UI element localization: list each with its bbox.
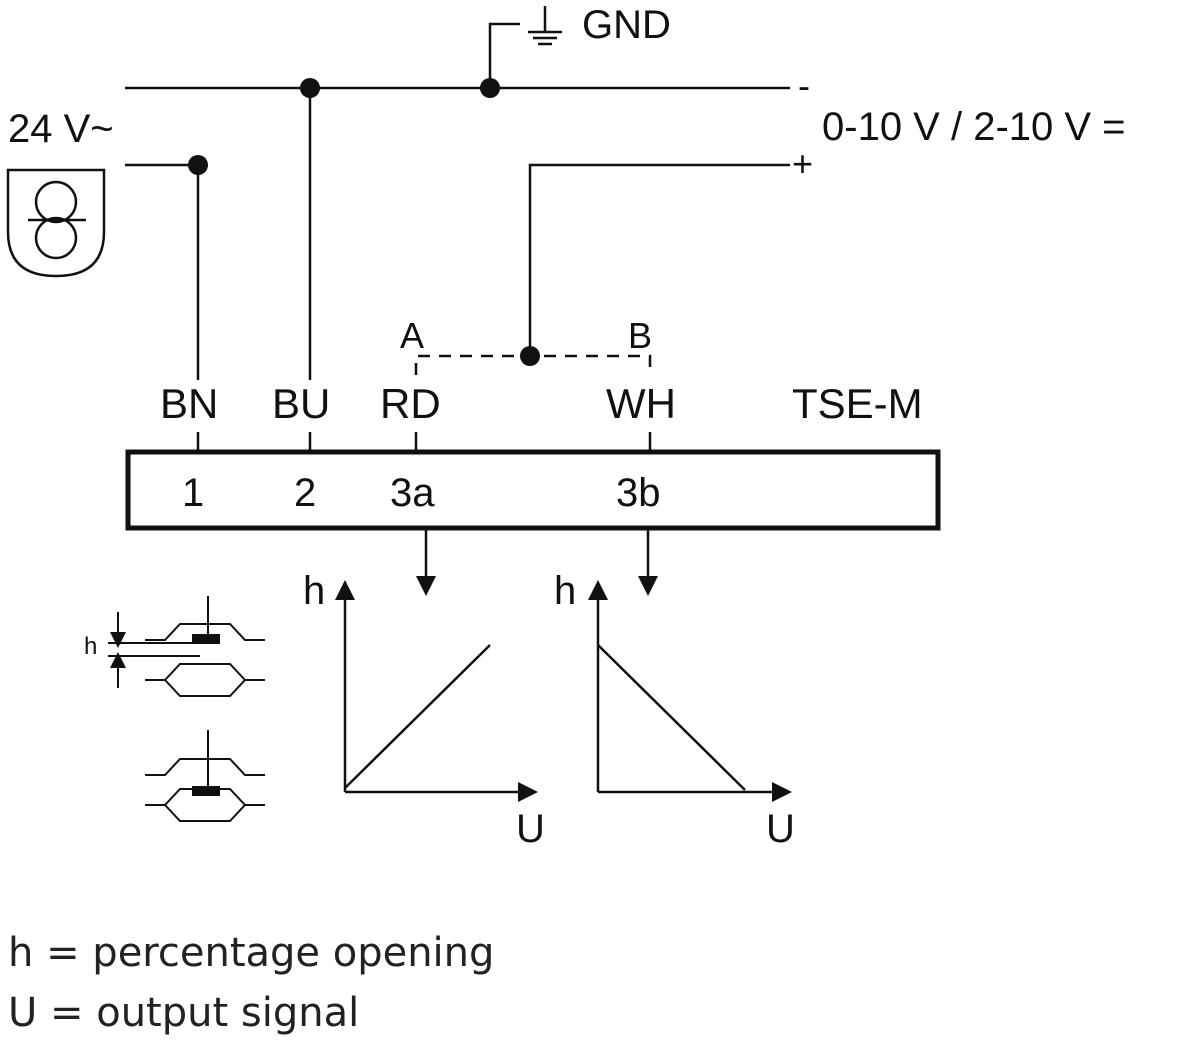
legend-percentage-opening: h = percentage opening — [8, 930, 495, 976]
model-label: TSE-M — [792, 380, 923, 427]
signal-positive-wire — [528, 163, 790, 356]
wire-label-bu: BU — [272, 380, 330, 427]
terminal-2-label: 2 — [294, 471, 316, 515]
junction-jumper — [520, 346, 540, 366]
transformer-coil-top — [34, 180, 78, 224]
gnd-wire — [488, 22, 520, 88]
graph2-characteristic-line — [597, 644, 746, 791]
jumper-b-label: B — [628, 315, 652, 356]
terminal-3a-label: 3a — [390, 471, 435, 515]
graph1-x-axis-label: U — [516, 807, 545, 851]
transformer-symbol-frame — [6, 168, 106, 278]
valve-closed-icon — [145, 730, 265, 822]
graph1-characteristic-line — [344, 644, 491, 789]
transformer-coil-bottom — [34, 216, 78, 260]
valve-stroke-label: h — [84, 633, 97, 660]
terminal-block — [125, 449, 941, 531]
graph1-y-axis-label: h — [303, 569, 325, 613]
graph2-x-axis-label: U — [766, 807, 795, 851]
valve-open-icon — [108, 596, 265, 697]
plus-label: + — [792, 143, 813, 184]
valve-open-plug — [192, 634, 220, 644]
graph2-y-axis-label: h — [554, 569, 576, 613]
jumper-a-label: A — [400, 315, 424, 356]
junction-bn — [188, 155, 208, 175]
wire-label-wh: WH — [606, 380, 676, 427]
terminal-3b-label: 3b — [616, 471, 661, 515]
junction-gnd — [480, 78, 500, 98]
junction-bu — [300, 78, 320, 98]
gnd-label: GND — [582, 3, 671, 47]
signal-label: 0-10 V / 2-10 V = — [822, 105, 1126, 149]
terminal-1-label: 1 — [182, 471, 204, 515]
minus-label: - — [798, 65, 810, 106]
valve-closed-plug — [192, 786, 220, 796]
supply-label: 24 V~ — [8, 107, 114, 151]
legend-output-signal: U = output signal — [8, 990, 360, 1036]
wire-label-bn: BN — [160, 380, 218, 427]
wire-label-rd: RD — [380, 380, 441, 427]
